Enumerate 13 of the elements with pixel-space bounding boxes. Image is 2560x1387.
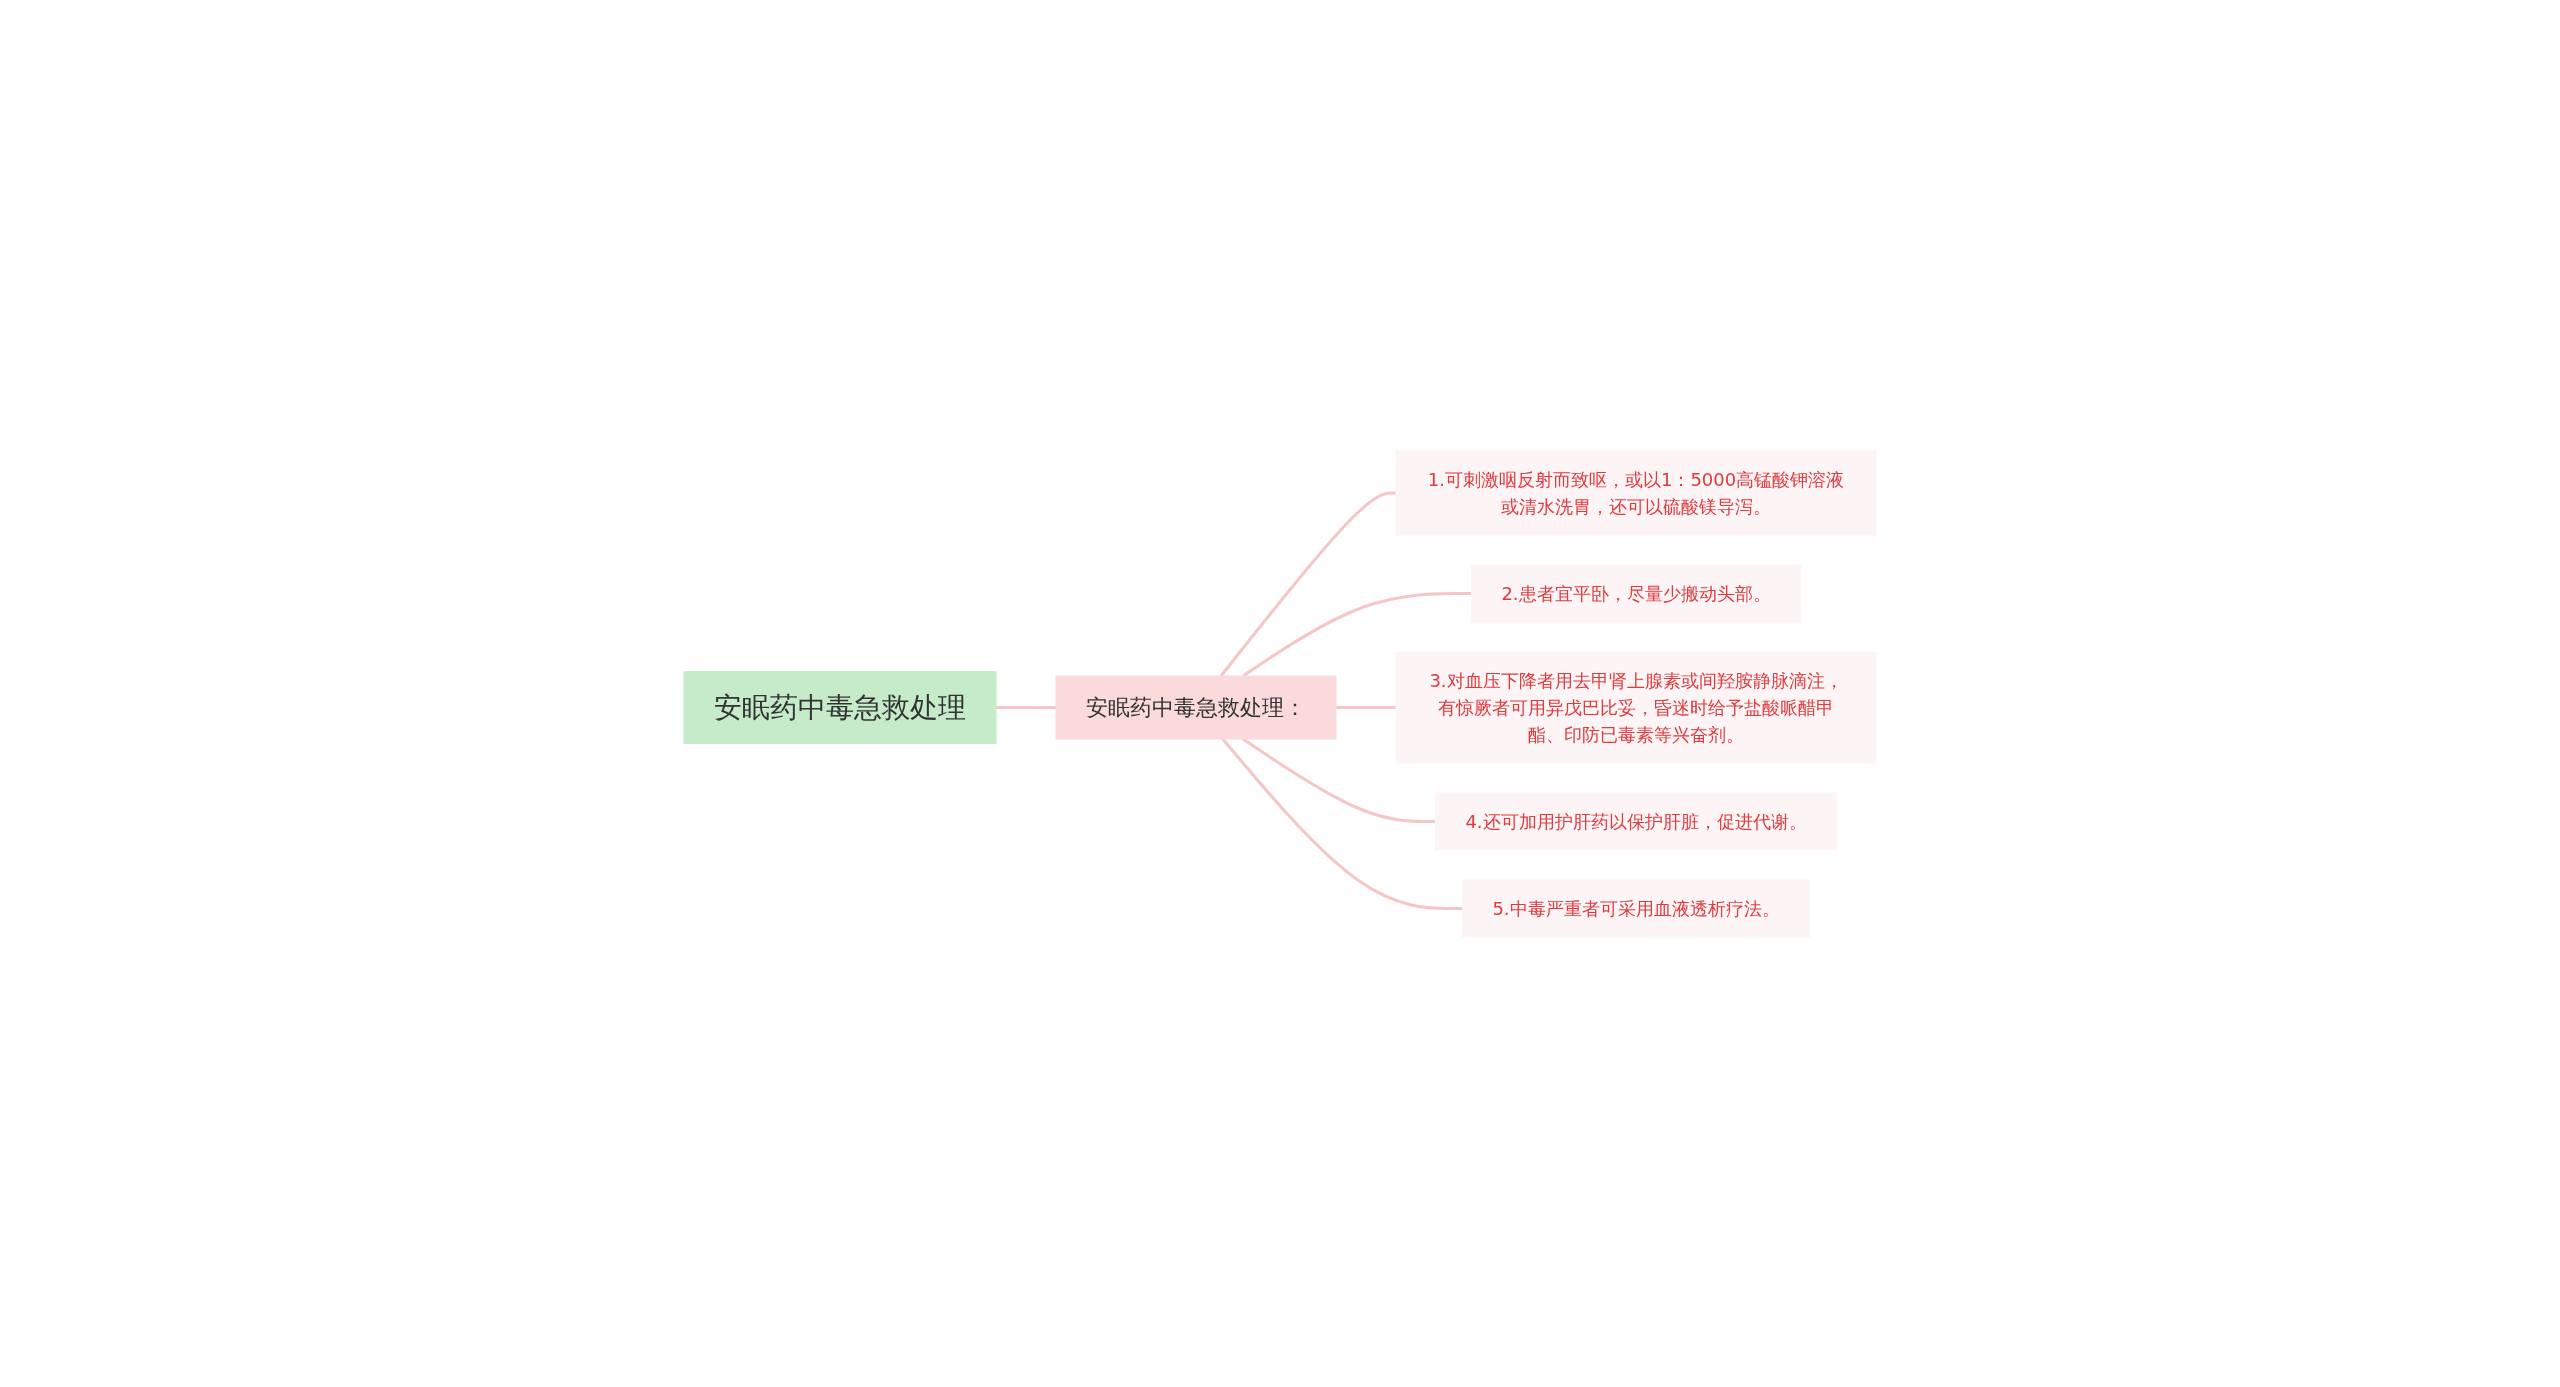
connector: [1242, 591, 1472, 677]
connector: [1219, 491, 1396, 677]
connector: [1221, 737, 1463, 910]
connector: [1336, 705, 1396, 709]
node-box: 安眠药中毒急救处理: [683, 670, 997, 744]
node-box: 5.中毒严重者可采用血液透析疗法。: [1461, 879, 1811, 937]
node-box: 2.患者宜平卧，尽量少搬动头部。: [1470, 564, 1802, 622]
node-box: 1.可刺激咽反射而致呕，或以1：5000高锰酸钾溶液或清水洗胃，还可以硫酸镁导泻。: [1395, 450, 1877, 535]
node-box: 4.还可加用护肝药以保护肝脏，促进代谢。: [1434, 792, 1838, 850]
connector: [996, 705, 1056, 709]
node-box: 安眠药中毒急救处理：: [1055, 675, 1337, 739]
connector: [1242, 737, 1436, 823]
node-box: 3.对血压下降者用去甲肾上腺素或间羟胺静脉滴注，有惊厥者可用异戊巴比妥，昏迷时给予盐酸哌醋甲酯、印防已毒素等兴奋剂。: [1395, 651, 1877, 763]
